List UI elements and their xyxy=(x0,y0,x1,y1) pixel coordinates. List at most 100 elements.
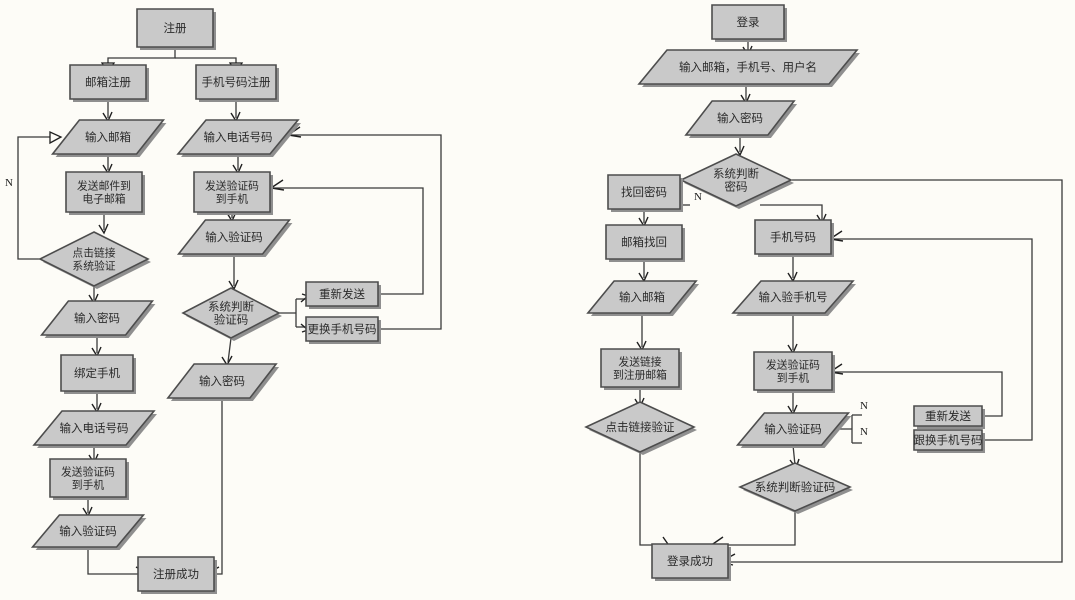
node-label: 点击链接 xyxy=(72,246,115,260)
node-label: 系统判断验证码 xyxy=(755,480,836,494)
node-l9[interactable]: 输入验手机号 xyxy=(731,280,856,316)
node-body-decision[interactable] xyxy=(584,401,696,453)
node-body-process[interactable] xyxy=(60,354,134,392)
node-body-io[interactable] xyxy=(30,514,146,548)
node-l8[interactable]: 输入邮箱 xyxy=(586,280,700,316)
node-label: 输入密码 xyxy=(74,311,120,325)
node-body-process[interactable] xyxy=(753,351,833,391)
node-l13[interactable]: 输入验证码 xyxy=(735,412,852,448)
node-body-process[interactable] xyxy=(605,224,683,260)
node-body-process[interactable] xyxy=(305,281,379,307)
node-body-io[interactable] xyxy=(684,100,796,136)
node-body-io[interactable] xyxy=(176,119,300,155)
node-r15[interactable]: 输入密码 xyxy=(166,363,280,401)
node-body-io[interactable] xyxy=(586,280,698,314)
node-l1[interactable]: 登录 xyxy=(711,4,787,42)
node-r2[interactable]: 邮箱注册 xyxy=(69,64,149,102)
node-body-process[interactable] xyxy=(913,429,983,451)
flowchart-nodes: 注册邮箱注册手机号码注册输入邮箱输入电话号码发送邮件到电子邮箱发送验证码到手机点… xyxy=(30,4,986,594)
node-body-io[interactable] xyxy=(39,300,155,336)
node-body-decision[interactable] xyxy=(38,231,150,287)
node-r9[interactable]: 输入验证码 xyxy=(176,219,293,257)
node-l16[interactable]: 跟换手机号码 xyxy=(913,429,986,453)
node-label: 到手机 xyxy=(72,478,105,492)
node-body-process[interactable] xyxy=(913,405,983,427)
node-label: 发送邮件到 xyxy=(77,179,131,193)
node-body-io[interactable] xyxy=(176,219,292,255)
node-r18[interactable]: 输入验证码 xyxy=(30,514,147,550)
node-r5[interactable]: 输入电话号码 xyxy=(176,119,301,157)
node-r19[interactable]: 注册成功 xyxy=(137,556,217,594)
node-r4[interactable]: 输入邮箱 xyxy=(50,119,167,157)
node-label: 绑定手机 xyxy=(74,366,120,380)
node-body-io[interactable] xyxy=(166,363,278,399)
node-label: 注册成功 xyxy=(153,567,199,581)
node-body-decision[interactable] xyxy=(679,153,793,207)
node-label: 发送验证码 xyxy=(61,465,115,479)
node-body-process[interactable] xyxy=(49,458,127,498)
node-label: 密码 xyxy=(725,180,748,194)
node-body-decision[interactable] xyxy=(181,287,281,339)
node-l5[interactable]: 找回密码 xyxy=(607,174,683,212)
node-label: 手机号码注册 xyxy=(202,75,271,89)
node-body-process[interactable] xyxy=(136,8,214,48)
node-body-io[interactable] xyxy=(731,280,855,314)
node-l7[interactable]: 手机号码 xyxy=(754,219,834,257)
node-body-process[interactable] xyxy=(195,64,277,100)
node-r11[interactable]: 系统判断验证码 xyxy=(181,287,282,341)
node-l2[interactable]: 输入邮箱，手机号、用户名 xyxy=(637,49,860,87)
node-label: 到手机 xyxy=(216,192,249,206)
node-r12[interactable]: 重新发送 xyxy=(305,281,381,309)
node-r1[interactable]: 注册 xyxy=(136,8,216,50)
node-r14[interactable]: 绑定手机 xyxy=(60,354,136,394)
node-body-process[interactable] xyxy=(754,219,832,255)
node-label: 到手机 xyxy=(777,371,810,385)
node-label: 输入验证码 xyxy=(59,524,117,538)
branch-label-n: N xyxy=(860,400,868,412)
node-l14[interactable]: 系统判断验证码 xyxy=(737,462,853,514)
node-body-process[interactable] xyxy=(600,348,680,388)
node-label: 系统判断 xyxy=(713,167,759,181)
node-l6[interactable]: 邮箱找回 xyxy=(605,224,685,262)
node-label: 系统判断 xyxy=(208,300,254,314)
node-l3[interactable]: 输入密码 xyxy=(684,100,798,138)
node-label: 手机号码 xyxy=(770,230,816,244)
node-body-process[interactable] xyxy=(651,543,729,579)
node-body-io[interactable] xyxy=(637,49,859,85)
node-label: 注册 xyxy=(164,21,187,35)
node-l15[interactable]: 重新发送 xyxy=(913,405,985,429)
node-r3[interactable]: 手机号码注册 xyxy=(195,64,279,102)
node-body-process[interactable] xyxy=(137,556,215,592)
node-l17[interactable]: 登录成功 xyxy=(651,543,731,581)
node-body-process[interactable] xyxy=(711,4,785,40)
node-r16[interactable]: 输入电话号码 xyxy=(32,410,157,448)
node-body-process[interactable] xyxy=(607,174,681,210)
node-body-io[interactable] xyxy=(32,410,156,446)
node-r13[interactable]: 更换手机号码 xyxy=(305,316,381,344)
node-label: 系统验证 xyxy=(72,259,115,273)
node-label: 发送验证码 xyxy=(205,179,259,193)
node-label: 登录 xyxy=(737,15,760,29)
node-label: 发送链接 xyxy=(618,355,661,369)
node-body-io[interactable] xyxy=(735,412,851,446)
node-label: 邮箱找回 xyxy=(621,235,667,249)
node-label: 输入邮箱 xyxy=(85,130,131,144)
node-body-process[interactable] xyxy=(193,171,271,213)
node-body-decision[interactable] xyxy=(737,462,853,512)
node-body-io[interactable] xyxy=(50,119,166,155)
node-body-process[interactable] xyxy=(305,316,379,342)
node-r10[interactable]: 输入密码 xyxy=(39,300,156,338)
node-body-process[interactable] xyxy=(65,171,143,213)
node-label: 输入验证码 xyxy=(205,230,263,244)
node-l12[interactable]: 点击链接验证 xyxy=(584,401,697,455)
node-label: 输入电话号码 xyxy=(60,421,129,435)
node-body-process[interactable] xyxy=(69,64,147,100)
